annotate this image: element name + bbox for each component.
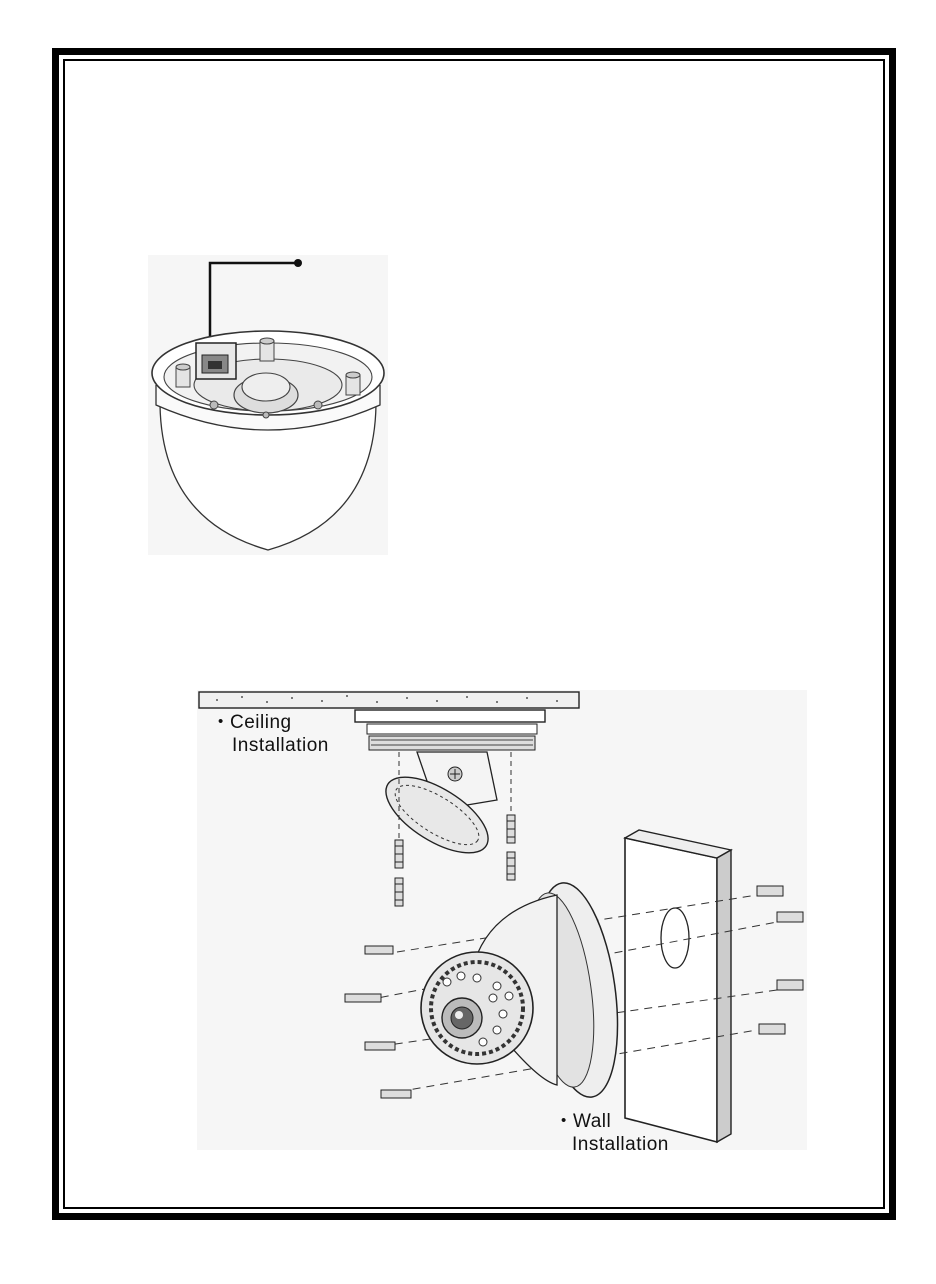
wall-cable-hole bbox=[661, 908, 689, 968]
dome-camera-illustration bbox=[148, 255, 388, 555]
wall-label-text: Wall bbox=[573, 1111, 611, 1132]
wall-installation-label-line2: Installation bbox=[572, 1134, 669, 1156]
bullet-icon: • bbox=[218, 711, 230, 733]
ceiling-slab bbox=[199, 692, 579, 708]
bullet-icon: • bbox=[561, 1110, 573, 1132]
wall-installation-label-line1: •Wall bbox=[561, 1110, 611, 1133]
wall-panel bbox=[625, 838, 717, 1142]
ceiling-label-text: Ceiling bbox=[230, 712, 292, 733]
ceiling-installation-label-line1: •Ceiling bbox=[218, 711, 292, 734]
dome-camera-drawing bbox=[148, 255, 388, 555]
ceiling-installation-label-line2: Installation bbox=[232, 735, 329, 757]
installation-drawing bbox=[197, 690, 807, 1150]
callout-dot bbox=[294, 259, 302, 267]
installation-illustration bbox=[197, 690, 807, 1150]
